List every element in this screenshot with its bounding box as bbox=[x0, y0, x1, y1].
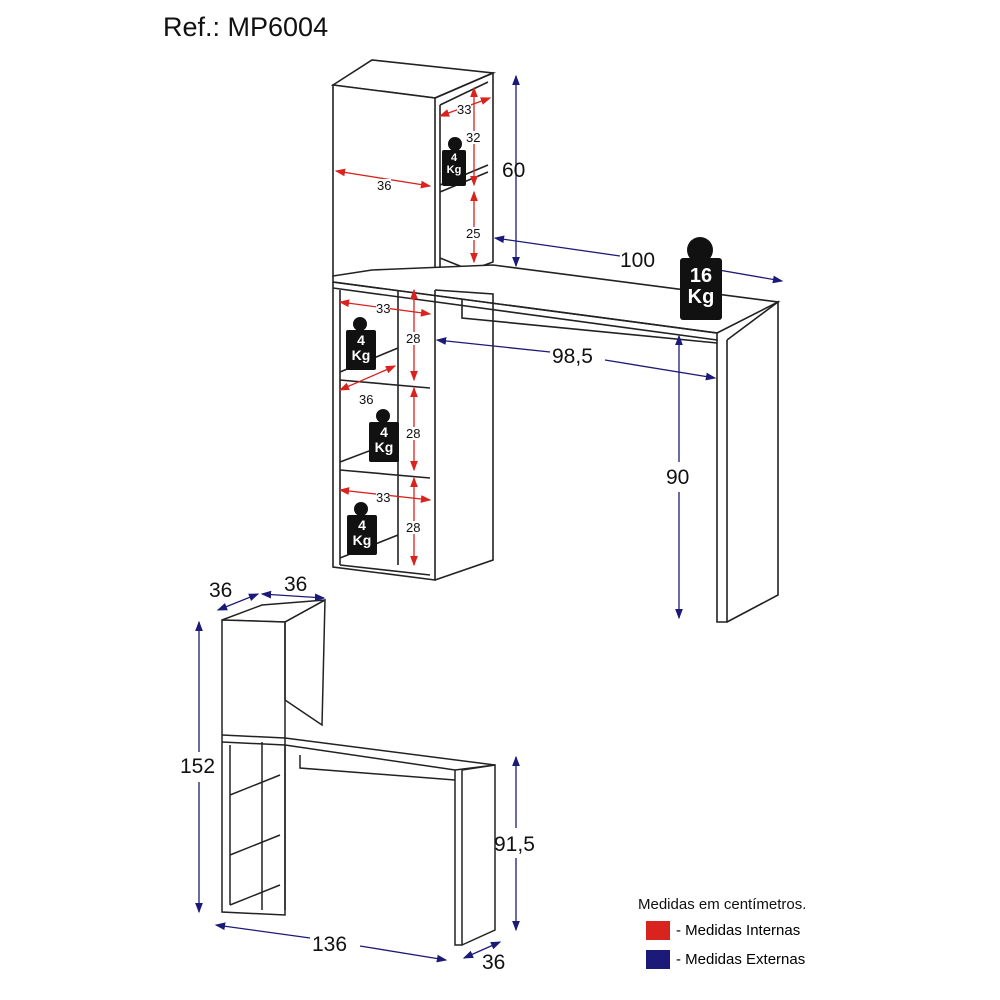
dim-shelf2-depth: 36 bbox=[359, 392, 374, 407]
dim-shelf2-height: 28 bbox=[406, 426, 421, 441]
legend-external-label: - Medidas Externas bbox=[676, 951, 806, 968]
dim-door-width: 36 bbox=[377, 178, 392, 193]
dim-tower-depth: 36 bbox=[209, 579, 233, 602]
reference-title: Ref.: MP6004 bbox=[163, 12, 329, 42]
dim-top-height: 60 bbox=[502, 159, 526, 182]
dim-tower-width: 36 bbox=[284, 573, 308, 596]
dim-shelf3-depth: 33 bbox=[376, 490, 391, 505]
external-dimension-lines bbox=[435, 74, 784, 620]
dim-desk-depth: 36 bbox=[482, 951, 506, 974]
legend-internal-label: - Medidas Internas bbox=[676, 922, 801, 939]
dim-top-niche-depth: 33 bbox=[457, 102, 472, 117]
dim-shelf3-height: 28 bbox=[406, 520, 421, 535]
weight-icons bbox=[346, 137, 722, 555]
dim-shelf1-height: 28 bbox=[406, 331, 421, 346]
legend-internal-swatch bbox=[646, 921, 670, 940]
small-furniture-outline bbox=[221, 598, 496, 946]
dim-desk-height: 90 bbox=[666, 466, 690, 489]
dim-desk-width: 100 bbox=[620, 249, 656, 272]
legend-internal: - Medidas Internas bbox=[646, 921, 800, 940]
main-furniture-outline bbox=[330, 59, 781, 623]
dim-desk-inner: 98,5 bbox=[552, 345, 593, 368]
dim-total-width: 136 bbox=[312, 933, 348, 956]
dim-top-lower-height: 25 bbox=[466, 226, 481, 241]
legend-external: - Medidas Externas bbox=[646, 950, 805, 969]
dim-shelf1-depth: 33 bbox=[376, 301, 391, 316]
legend-title: Medidas em centímetros. bbox=[638, 896, 807, 913]
dim-total-height: 152 bbox=[180, 755, 216, 778]
dim-top-niche-height: 32 bbox=[466, 130, 481, 145]
small-dimension-lines bbox=[195, 590, 520, 963]
dim-small-desk-height: 91,5 bbox=[494, 833, 535, 856]
legend-external-swatch bbox=[646, 950, 670, 969]
